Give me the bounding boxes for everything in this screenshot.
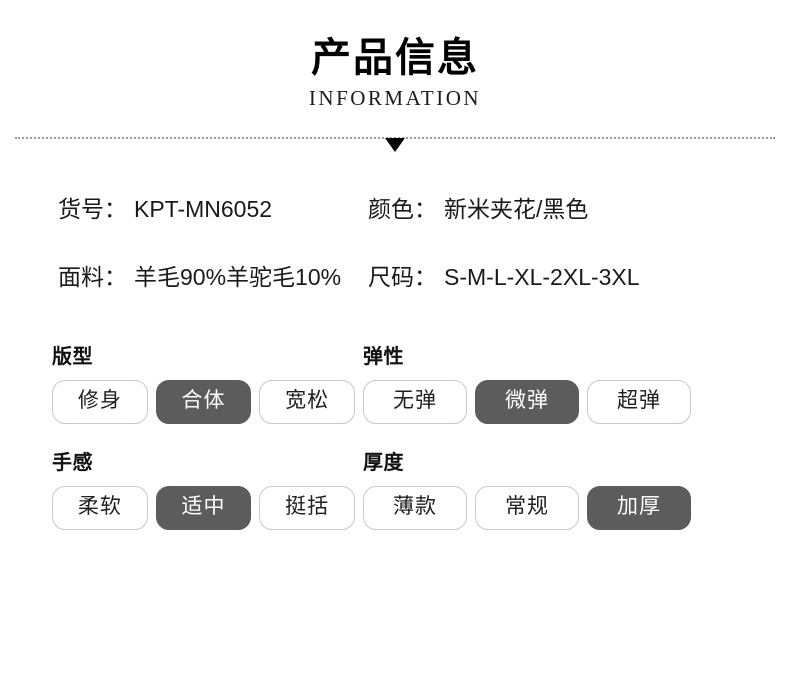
attribute-option-fit-0[interactable]: 修身 <box>52 380 148 424</box>
attribute-option-handfeel-2[interactable]: 挺括 <box>259 486 356 530</box>
attribute-option-set: 柔软 适中 挺括 <box>52 486 356 530</box>
spec-label: 颜色： <box>368 196 437 222</box>
spec-label: 尺码： <box>368 264 437 290</box>
attribute-option-set: 薄款 常规 加厚 <box>363 486 755 530</box>
page-subtitle: INFORMATION <box>308 86 482 110</box>
attribute-option-handfeel-1[interactable]: 适中 <box>155 486 252 530</box>
attribute-option-thickness-1[interactable]: 常规 <box>475 486 579 530</box>
spec-row: 货号： KPT-MN6052 颜色： 新米夹花/黑色 <box>0 194 790 224</box>
attribute-option-handfeel-0[interactable]: 柔软 <box>52 486 148 530</box>
attribute-title: 手感 <box>52 452 93 474</box>
header-divider <box>0 128 790 152</box>
spec-value: 羊毛90%羊驼毛10% <box>134 264 342 290</box>
attribute-option-set: 无弹 微弹 超弹 <box>363 380 755 424</box>
attribute-option-elasticity-1[interactable]: 微弹 <box>475 380 579 424</box>
attribute-option-elasticity-0[interactable]: 无弹 <box>363 380 467 424</box>
attribute-title: 厚度 <box>363 452 404 474</box>
spec-value: 新米夹花/黑色 <box>444 196 589 222</box>
spec-list: 货号： KPT-MN6052 颜色： 新米夹花/黑色 面料： 羊毛90%羊驼毛1… <box>0 194 790 292</box>
attribute-option-thickness-0[interactable]: 薄款 <box>363 486 467 530</box>
attribute-row: 版型 修身 合体 宽松 弹性 无弹 微弹 超弹 <box>0 344 790 424</box>
page-header: 产品信息 INFORMATION <box>0 0 790 111</box>
spec-label: 面料： <box>58 264 127 290</box>
spec-item-fabric: 面料： 羊毛90%羊驼毛10% <box>0 262 355 292</box>
attribute-group-fit: 版型 修身 合体 宽松 <box>0 344 356 424</box>
attribute-option-thickness-2[interactable]: 加厚 <box>587 486 691 530</box>
attribute-option-fit-1[interactable]: 合体 <box>155 380 252 424</box>
attribute-title: 版型 <box>52 346 93 368</box>
page-title: 产品信息 <box>311 36 479 80</box>
spec-row: 面料： 羊毛90%羊驼毛10% 尺码： S-M-L-XL-2XL-3XL <box>0 262 790 292</box>
attribute-option-set: 修身 合体 宽松 <box>52 380 356 424</box>
spec-item-color: 颜色： 新米夹花/黑色 <box>355 194 735 224</box>
spec-item-size: 尺码： S-M-L-XL-2XL-3XL <box>355 262 735 292</box>
spec-item-article-number: 货号： KPT-MN6052 <box>0 194 355 224</box>
attribute-group-thickness: 厚度 薄款 常规 加厚 <box>355 450 755 530</box>
attribute-title: 弹性 <box>363 346 404 368</box>
attribute-group-handfeel: 手感 柔软 适中 挺括 <box>0 450 356 530</box>
attribute-option-elasticity-2[interactable]: 超弹 <box>587 380 691 424</box>
spec-value: S-M-L-XL-2XL-3XL <box>444 264 640 290</box>
attribute-groups: 版型 修身 合体 宽松 弹性 无弹 微弹 超弹 手感 柔软 适中 挺括 <box>0 344 790 530</box>
triangle-down-icon <box>385 138 405 152</box>
spec-value: KPT-MN6052 <box>134 196 273 222</box>
attribute-group-elasticity: 弹性 无弹 微弹 超弹 <box>355 344 755 424</box>
spec-label: 货号： <box>58 196 127 222</box>
attribute-row: 手感 柔软 适中 挺括 厚度 薄款 常规 加厚 <box>0 450 790 530</box>
attribute-option-fit-2[interactable]: 宽松 <box>259 380 356 424</box>
